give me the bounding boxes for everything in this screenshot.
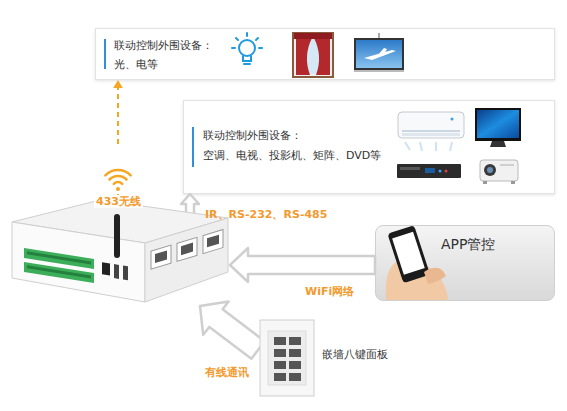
device-group-box: 联动控制外围设备： 光、电等: [95, 28, 555, 80]
wall-panel: [268, 331, 306, 385]
box-heading: 联动控制外围设备：: [114, 39, 213, 52]
wifi-symbol: [116, 187, 120, 191]
wall-panel: [260, 320, 314, 396]
device-group-box: 联动控制外围设备： 空调、电视、投影机、矩阵、DVD等: [183, 100, 555, 194]
controller-device: [155, 250, 167, 263]
box-heading: 联动控制外围设备：: [203, 129, 302, 142]
controller-device: [24, 248, 94, 269]
controller-device: [123, 266, 128, 281]
wifi-symbol: [114, 182, 122, 184]
wall-panel: [289, 361, 301, 369]
block-arrow: [200, 301, 265, 358]
link-arrow: [181, 194, 199, 216]
wifi-symbol: [100, 145, 136, 194]
wifi-symbol: [100, 145, 136, 194]
block-arrow: [181, 194, 199, 216]
controller-device: [24, 262, 94, 283]
controller-device: [27, 265, 91, 278]
wifi-symbol: [105, 170, 130, 184]
link-label: WiFi网络: [305, 285, 354, 298]
wall-panel: [289, 337, 301, 345]
controller-device: [151, 230, 223, 270]
arrow-head: [113, 80, 123, 88]
controller-device: [177, 237, 197, 261]
box-text: 光、电等: [114, 58, 158, 71]
controller-node: [8, 216, 230, 306]
block-arrow: [230, 248, 375, 282]
controller-device: [27, 251, 91, 264]
controller-device: [151, 245, 171, 269]
wall-panel: [274, 361, 286, 369]
box-text: 空调、电视、投影机、矩阵、DVD等: [203, 149, 381, 162]
controller-device: [114, 264, 119, 279]
link-arrow: [200, 301, 265, 358]
wall-panel: [274, 349, 286, 357]
box-text: APP管控: [441, 236, 495, 253]
wall-panel: [260, 320, 314, 396]
wall-panel: [289, 349, 301, 357]
wifi-symbol: [110, 176, 127, 180]
controller-device: [145, 218, 228, 302]
controller-device: [24, 248, 128, 288]
wall-panel: [289, 373, 301, 381]
app-control-box: APP管控: [375, 225, 555, 301]
controller-device: [114, 214, 120, 258]
controller-device: [102, 262, 110, 275]
wall-panel: [274, 337, 286, 345]
controller-device: [181, 243, 193, 256]
box-text: 嵌墙八键面板: [322, 348, 388, 361]
wall-panel: [274, 373, 286, 381]
controller-device: [203, 230, 223, 254]
link-label: 有线通讯: [205, 366, 249, 379]
controller-device: [12, 200, 228, 302]
wall-panel-node: 嵌墙八键面板: [258, 318, 398, 398]
link-arrow: [230, 248, 375, 282]
link-label: 433无线: [94, 195, 143, 208]
controller-device: [207, 235, 219, 248]
controller-device: [12, 222, 145, 302]
wifi-symbol: [105, 170, 130, 175]
link-label: IR、RS-232、RS-485: [205, 208, 327, 221]
